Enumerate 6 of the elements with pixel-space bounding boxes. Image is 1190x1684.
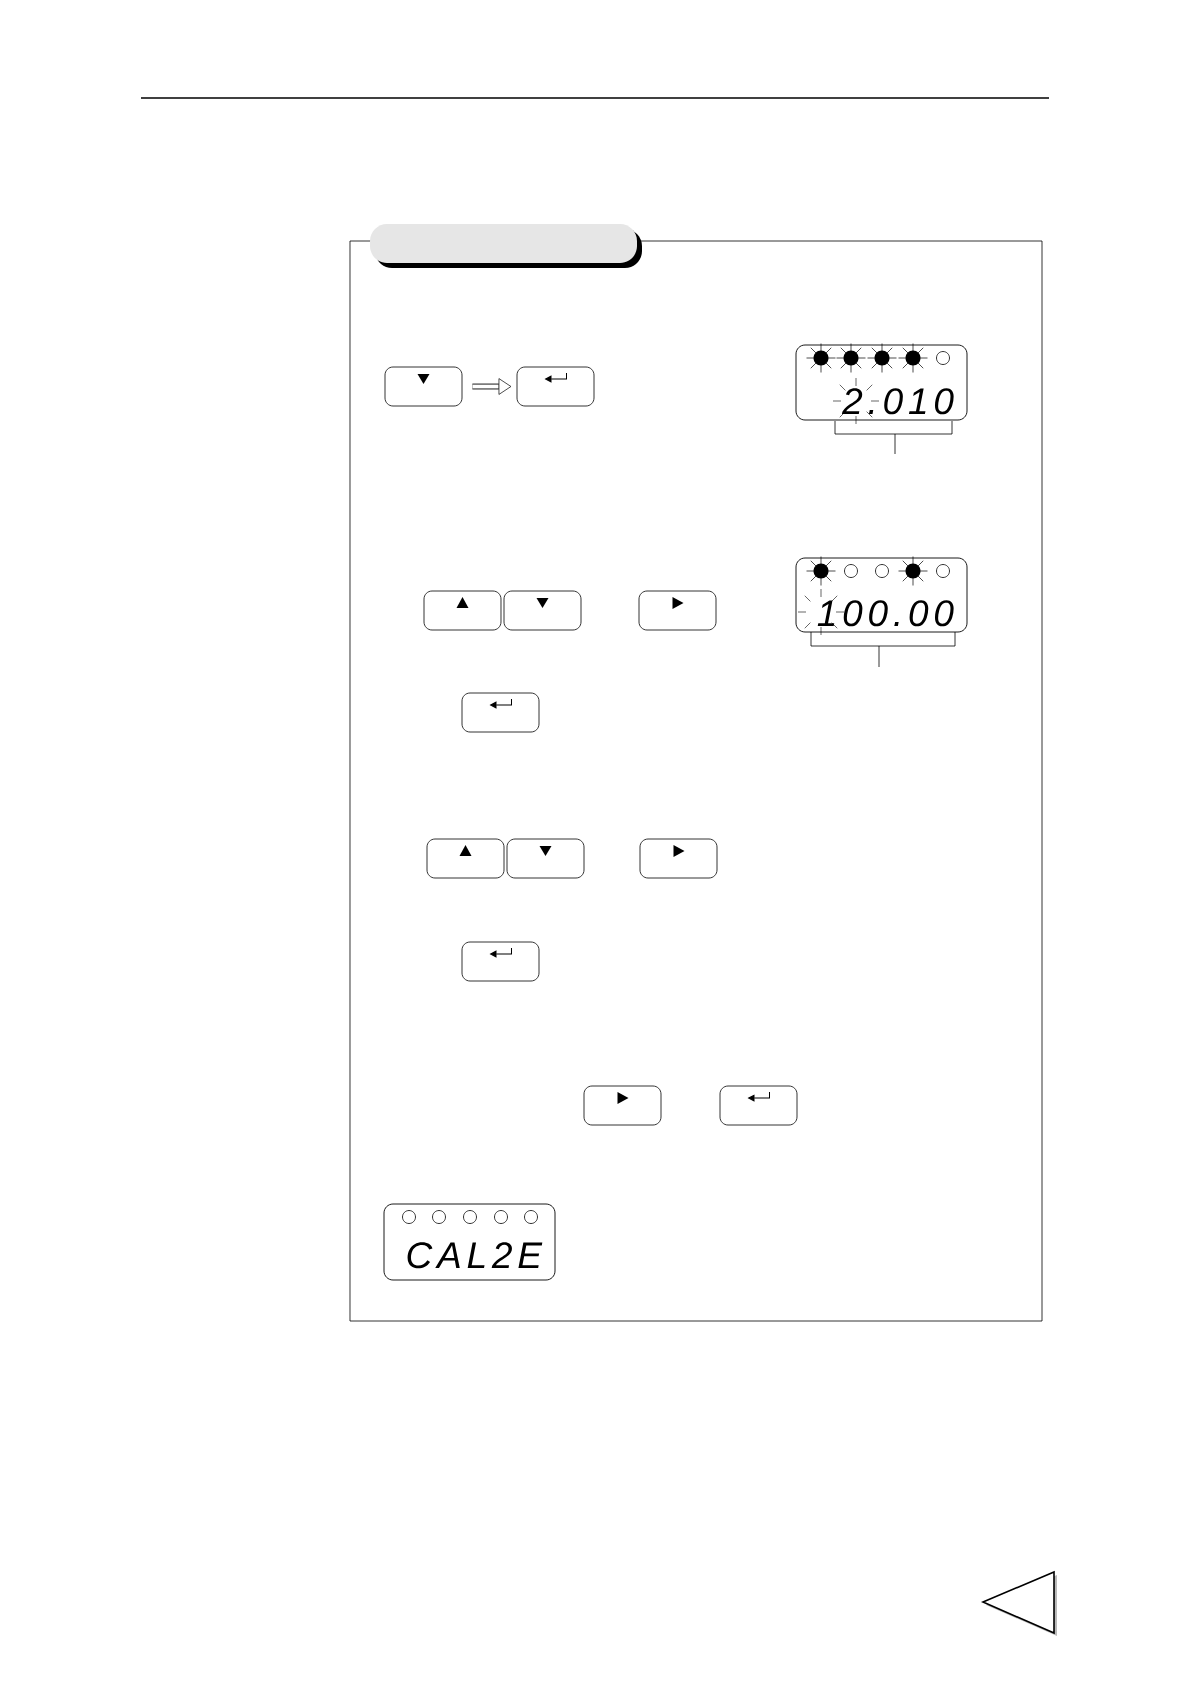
display-panel: 2.010 <box>795 344 968 421</box>
display-panel: 100.00 <box>795 557 968 633</box>
display-panel: CAL2E <box>383 1203 556 1281</box>
key-button <box>384 366 463 407</box>
key-button <box>516 366 595 407</box>
hollow-arrow <box>472 378 512 395</box>
